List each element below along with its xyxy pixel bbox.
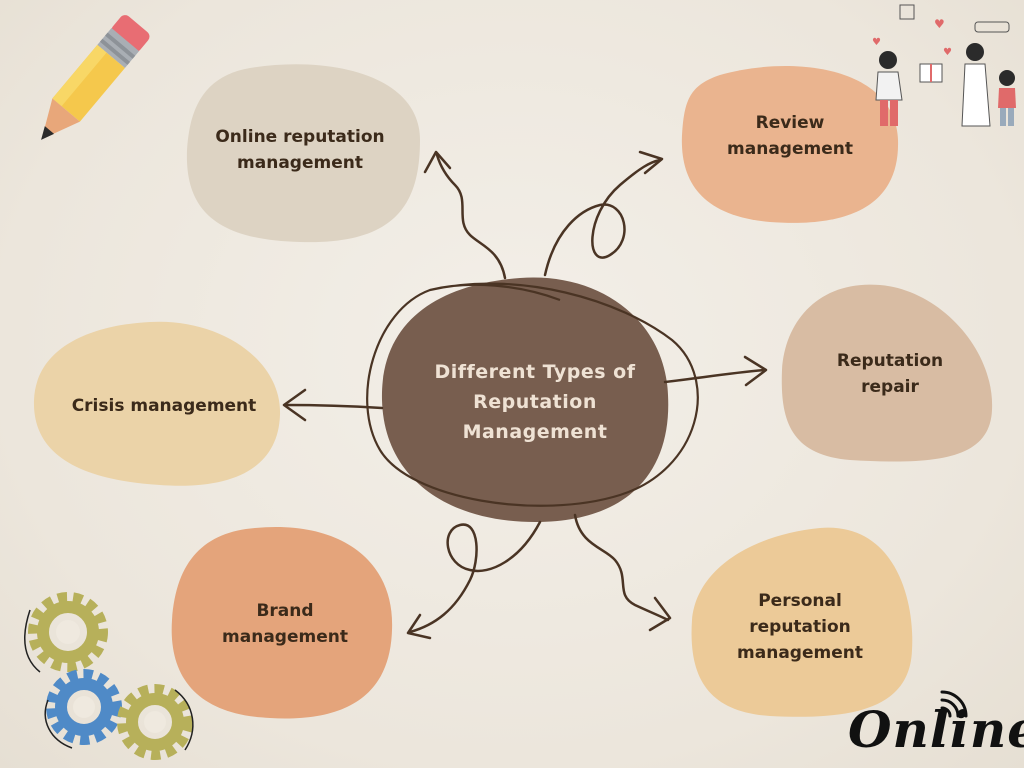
wifi-signal-icon (940, 690, 968, 718)
arrows (282, 150, 768, 640)
arrowhead-repair (743, 355, 768, 387)
online-logo: Online (848, 700, 1024, 759)
center-title: Different Types of Reputation Management (434, 361, 636, 443)
svg-text:♥: ♥ (872, 37, 881, 48)
brand-management-blob (171, 526, 393, 719)
arrowhead-brand (406, 613, 432, 640)
review-management-blob (681, 66, 899, 223)
node-online-reputation-management: Online reputation management (215, 127, 385, 173)
arrowhead-review (638, 150, 664, 175)
arrow-to-personal (573, 513, 670, 622)
arrow-to-crisis (283, 403, 384, 410)
node-personal-reputation-management: Personal reputation management (737, 591, 863, 663)
node-reputation-repair: Reputation repair (836, 351, 944, 397)
gears-icon (24, 592, 194, 760)
arrowhead-crisis (282, 388, 307, 422)
reputation-repair-blob (781, 284, 993, 462)
people-giving-gift-illustration: ♥ ♥ ♥ (872, 4, 1016, 127)
arrow-to-repair (663, 368, 767, 384)
arrowhead-personal (648, 596, 672, 632)
crisis-management-blob (33, 321, 281, 486)
arrow-to-brand (408, 520, 542, 634)
center-scribble (366, 282, 699, 507)
pencil-icon (41, 15, 150, 140)
center-blob (381, 277, 669, 522)
personal-reputation-blob (691, 527, 913, 717)
arrow-to-online-reputation (435, 153, 507, 280)
arrow-to-review (543, 158, 662, 277)
node-review-management: Review management (727, 113, 853, 159)
node-crisis-management: Crisis management (71, 396, 257, 416)
svg-text:♥: ♥ (943, 47, 952, 58)
svg-text:♥: ♥ (934, 17, 945, 31)
node-brand-management: Brand management (222, 601, 348, 647)
arrowhead-online (423, 150, 452, 174)
online-reputation-blob (186, 64, 420, 243)
